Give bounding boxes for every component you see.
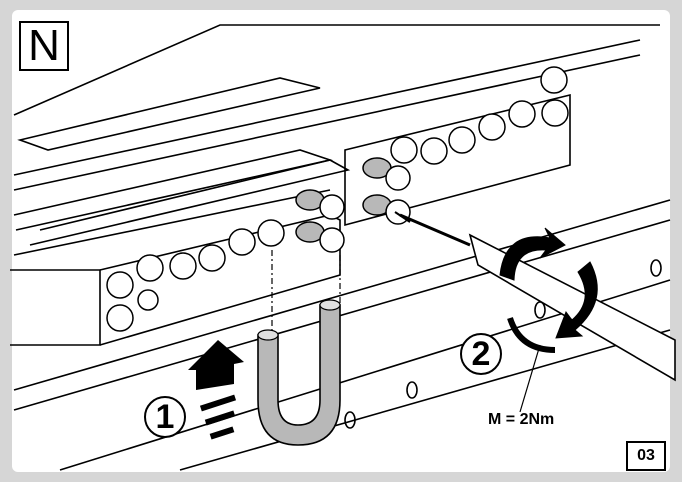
screwdriver-icon bbox=[394, 211, 676, 382]
step-1-number: 1 bbox=[155, 398, 175, 436]
rotation-arrow-icon bbox=[499, 227, 598, 353]
terminal-screw-icon bbox=[106, 271, 134, 299]
terminal-screw-icon bbox=[448, 126, 476, 154]
terminal-screw-icon bbox=[228, 228, 256, 256]
terminal-screw-icon bbox=[136, 254, 164, 282]
step-2-number: 2 bbox=[471, 335, 491, 373]
terminal-screw-icon bbox=[390, 136, 418, 164]
arrow-up-icon bbox=[188, 340, 244, 440]
terminal-screw-icon bbox=[106, 304, 134, 332]
terminal-screws-lower bbox=[106, 219, 285, 332]
torque-label: M = 2Nm bbox=[488, 411, 555, 428]
terminal-screw-icon bbox=[541, 99, 569, 127]
loose-screws bbox=[295, 157, 411, 253]
page-number: 03 bbox=[626, 441, 666, 471]
terminal-screw-icon bbox=[257, 219, 285, 247]
terminal-screw-icon bbox=[420, 137, 448, 165]
step1-circle bbox=[144, 396, 186, 438]
step2-circle bbox=[460, 333, 502, 375]
terminal-screw-icon bbox=[198, 244, 226, 272]
terminal-screw-icon bbox=[508, 100, 536, 128]
terminal-hole bbox=[137, 289, 159, 311]
terminal-screws-upper bbox=[390, 66, 569, 165]
terminal-screw-icon bbox=[540, 66, 568, 94]
terminal-screw-icon bbox=[169, 252, 197, 280]
corner-label: N bbox=[19, 21, 69, 71]
terminal-screw-icon bbox=[478, 113, 506, 141]
